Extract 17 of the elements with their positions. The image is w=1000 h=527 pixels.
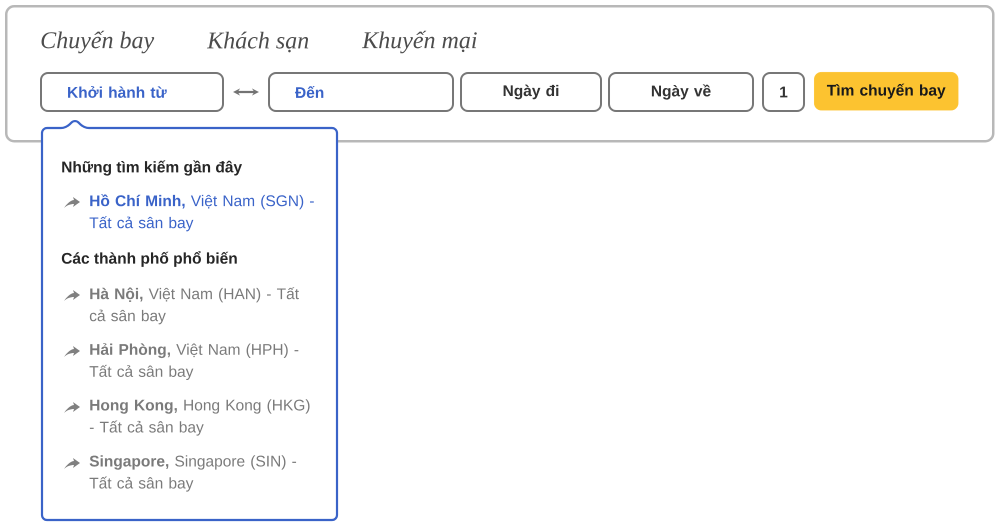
tab-label: Khách sạn (206, 32, 308, 52)
section-heading: Những tìm kiếm gần đây (62, 160, 242, 176)
date-field: Ngày đi (460, 72, 602, 112)
list-item: Hong Kong, Hong Kong (HKG) - Tất cả sân bay (90, 399, 310, 436)
tab-label: Chuyến bay (42, 30, 154, 54)
input-field: Khởi hành từ (40, 72, 224, 112)
date-field: Ngày về (608, 72, 754, 112)
section-heading: Các thành phố phổ biến (62, 251, 237, 267)
list-item: Hồ Chí Minh, Việt Nam (SGN) - Tất cả sân bay (90, 194, 314, 232)
dropdown-panel (40, 120, 338, 522)
list-item: Hải Phòng, Việt Nam (HPH) - Tất cả sân bay (90, 343, 298, 380)
list-item: Singapore, Singapore (SIN) - Tất cả sân bay (90, 455, 296, 492)
list-item: Hà Nội, Việt Nam (HAN) - Tất cả sân bay (90, 287, 299, 324)
passenger-field: 1 (762, 72, 806, 112)
tab-label: Khuyến mại (362, 30, 477, 54)
search-button: Tìm chuyến bay (814, 72, 958, 110)
input-field: Đến (268, 72, 454, 112)
